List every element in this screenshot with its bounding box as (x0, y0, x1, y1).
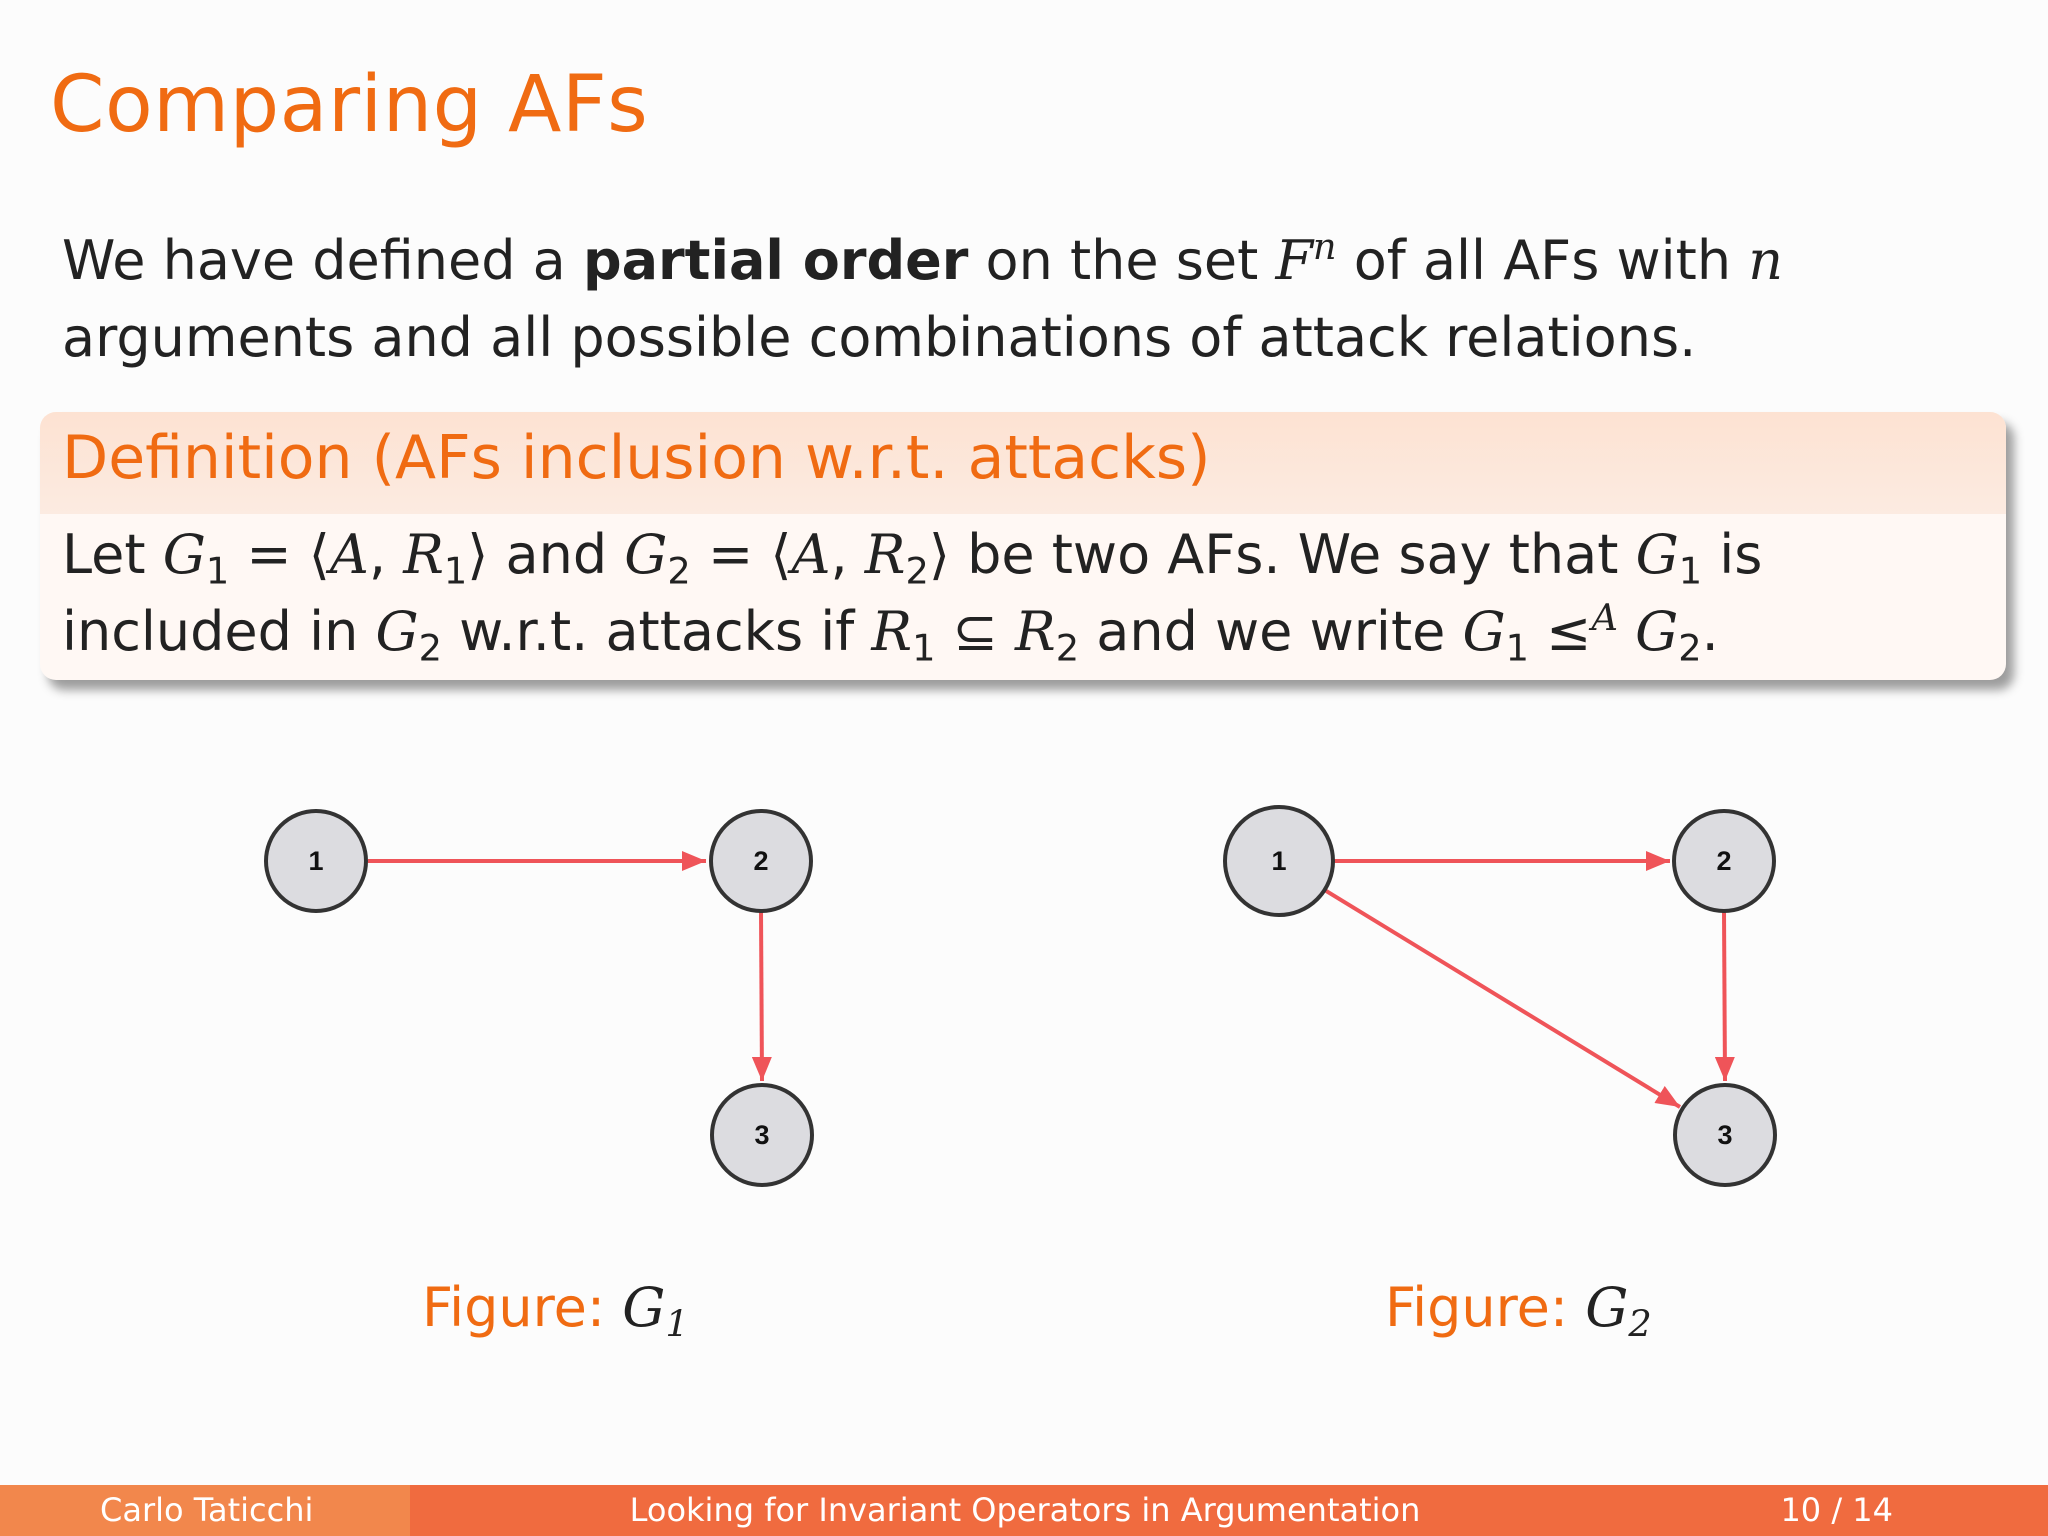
node-g1-2: 2 (709, 809, 813, 913)
math-op: ⊆ (935, 600, 1016, 663)
math-op: = ⟨ (229, 523, 330, 586)
def-text: Let (62, 523, 163, 586)
math-var: G (624, 523, 668, 586)
node-g1-1: 1 (264, 809, 368, 913)
definition-body: Let G1 = ⟨A, R1⟩ and G2 = ⟨A, R2⟩ be two… (40, 514, 2006, 670)
math-var: R (864, 523, 906, 586)
math-sub: 1 (443, 549, 468, 593)
set-superscript: n (1312, 224, 1337, 268)
graphs-canvas: 1 2 3 1 2 3 (264, 805, 1777, 1187)
definition-line-2: included in G2 w.r.t. attacks if R1 ⊆ R2… (62, 593, 2006, 670)
svg-text:1: 1 (308, 846, 323, 876)
set-symbol: F (1275, 229, 1313, 292)
intro-text: of all AFs with (1336, 229, 1749, 292)
math-var: A (791, 523, 831, 586)
node-g1-3: 3 (710, 1083, 814, 1187)
definition-header: Definition (AFs inclusion w.r.t. attacks… (40, 412, 2006, 514)
def-text: and (488, 523, 625, 586)
edge-g1-2-3 (751, 910, 772, 1082)
math-op: ⟩ (467, 523, 489, 586)
caption-label: Figure: (422, 1276, 623, 1339)
caption-label: Figure: (1385, 1276, 1586, 1339)
figure-caption-g1: Figure: G1 (422, 1276, 689, 1342)
math-op: = ⟨ (690, 523, 792, 586)
footer-page-number: 10 / 14 (1640, 1485, 2048, 1536)
math-var: G (162, 523, 206, 586)
def-text: is (1702, 523, 1763, 586)
math-var: G (1635, 523, 1679, 586)
math-var: R (871, 600, 913, 663)
n-variable: n (1748, 229, 1784, 292)
def-text: . (1701, 600, 1719, 663)
caption-var: G (1585, 1276, 1629, 1339)
slide-footer: Carlo Taticchi Looking for Invariant Ope… (0, 1485, 2048, 1536)
slide-title: Comparing AFs (50, 60, 649, 150)
svg-text:1: 1 (1271, 846, 1286, 876)
math-op: ≤ (1529, 600, 1592, 663)
intro-text: on the set (968, 229, 1276, 292)
math-var: G (375, 600, 419, 663)
math-op: , (830, 523, 865, 586)
math-op: , (368, 523, 404, 586)
caption-sub: 2 (1628, 1302, 1652, 1346)
math-sub: 2 (667, 549, 691, 593)
node-g2-3: 3 (1673, 1083, 1777, 1187)
caption-var: G (622, 1276, 666, 1339)
footer-talk-title: Looking for Invariant Operators in Argum… (410, 1485, 1640, 1536)
math-sub: 1 (205, 549, 230, 593)
math-var: R (403, 523, 444, 586)
math-sub: 1 (1678, 549, 1703, 593)
math-sub: 1 (912, 626, 936, 670)
svg-text:2: 2 (1716, 846, 1731, 876)
definition-title: Definition (AFs inclusion w.r.t. attacks… (62, 423, 1211, 493)
definition-line-1: Let G1 = ⟨A, R1⟩ and G2 = ⟨A, R2⟩ be two… (62, 516, 2006, 593)
math-sup: A (1591, 595, 1618, 639)
math-var: A (329, 523, 369, 586)
math-sub: 2 (1678, 626, 1702, 670)
math-var: G (1462, 600, 1506, 663)
math-sub: 2 (905, 549, 929, 593)
svg-text:3: 3 (1717, 1120, 1732, 1150)
definition-block: Definition (AFs inclusion w.r.t. attacks… (40, 412, 2006, 680)
math-sub: 2 (1055, 626, 1080, 670)
math-var: G (1617, 600, 1679, 663)
math-var: R (1015, 600, 1056, 663)
graph-g2: 1 2 3 (1223, 805, 1777, 1187)
footer-author: Carlo Taticchi (0, 1485, 410, 1536)
svg-text:2: 2 (753, 846, 768, 876)
def-text: be two AFs. We say that (949, 523, 1636, 586)
edge-g2-1-3 (1321, 887, 1682, 1109)
math-sub: 1 (1505, 626, 1530, 670)
node-g2-1: 1 (1223, 805, 1335, 917)
def-text: and we write (1079, 600, 1463, 663)
intro-bold-term: partial order (582, 229, 969, 292)
intro-text: arguments and all possible combinations … (62, 306, 1697, 369)
math-op: ⟩ (928, 523, 950, 586)
def-text: w.r.t. attacks if (442, 600, 872, 663)
caption-sub: 1 (665, 1302, 689, 1346)
intro-paragraph: We have defined a partial order on the s… (62, 222, 1962, 376)
svg-text:3: 3 (754, 1120, 769, 1150)
intro-text: We have defined a (62, 229, 583, 292)
def-text: included in (62, 600, 376, 663)
figure-caption-g2: Figure: G2 (1385, 1276, 1652, 1342)
edge-g2-2-3 (1714, 910, 1735, 1082)
math-sub: 2 (418, 626, 442, 670)
graph-g1: 1 2 3 (264, 809, 814, 1187)
node-g2-2: 2 (1672, 809, 1776, 913)
